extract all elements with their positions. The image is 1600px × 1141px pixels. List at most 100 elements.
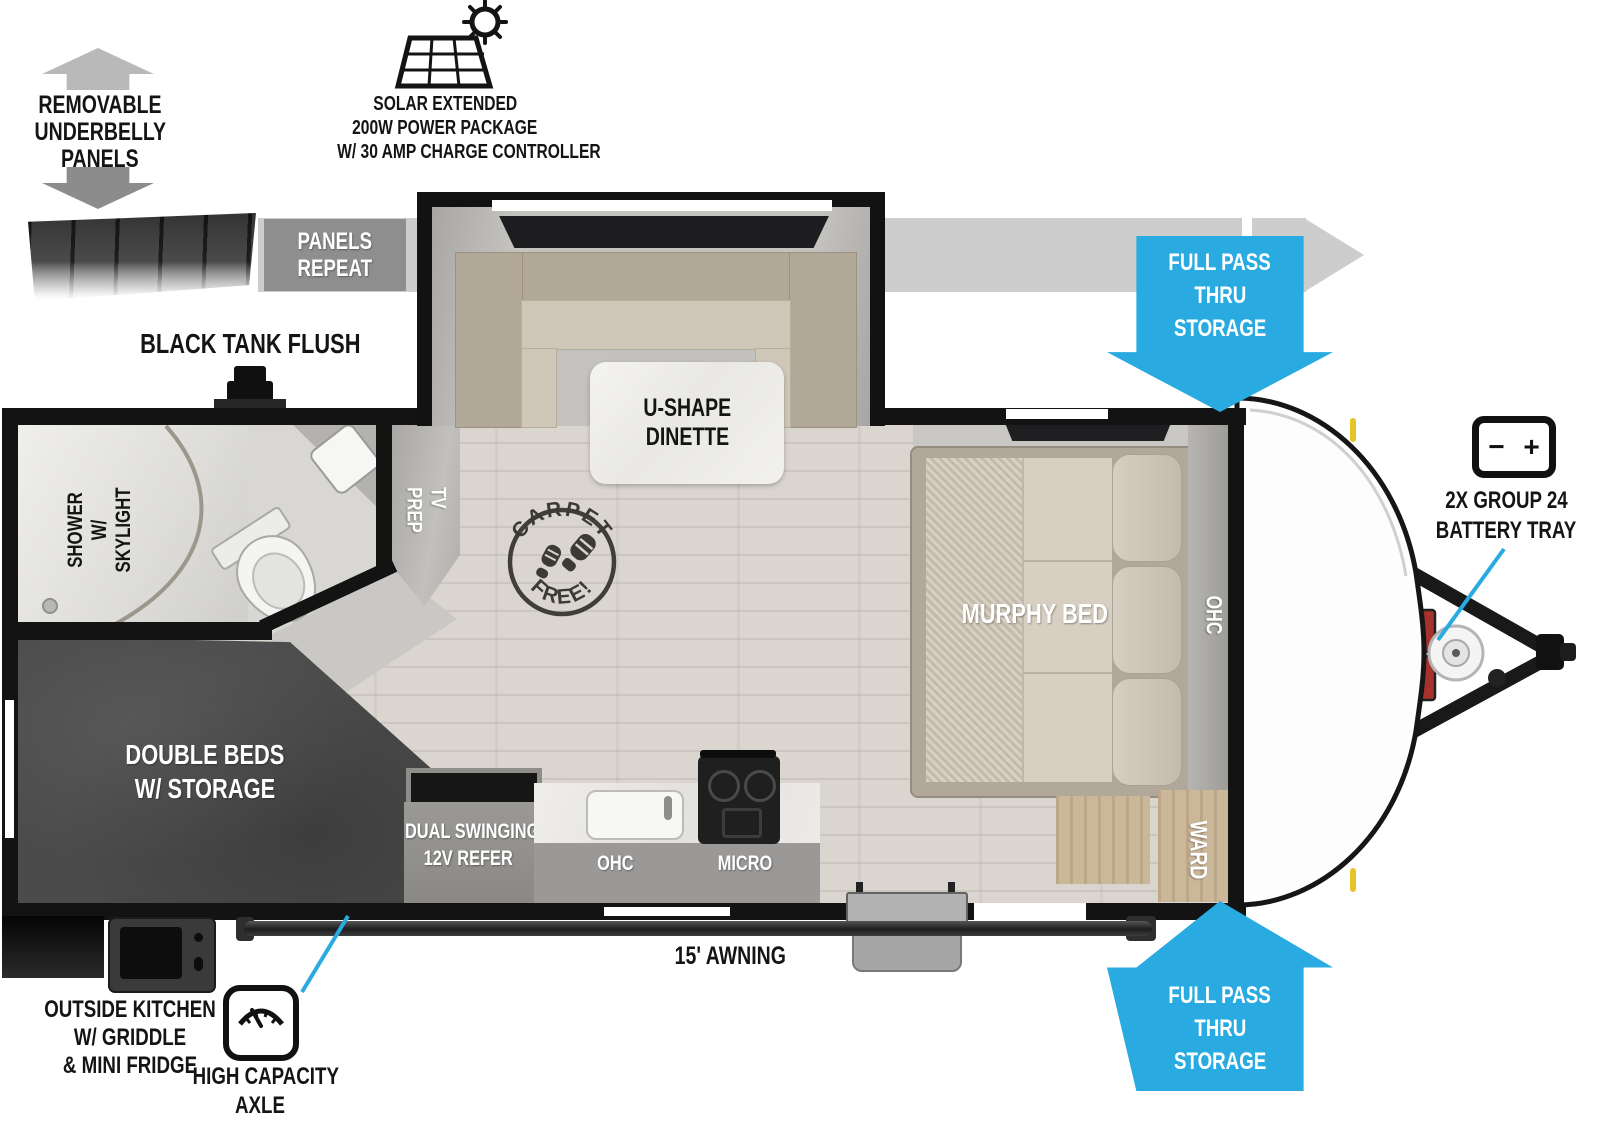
battery-icon: − + bbox=[1472, 416, 1556, 478]
refrigerator bbox=[404, 802, 536, 905]
pass-thru-bottom-line1: FULL PASS bbox=[1168, 982, 1272, 1009]
double-beds-line2: W/ STORAGE bbox=[134, 773, 276, 804]
top-wall-left bbox=[8, 408, 417, 425]
axle-label: HIGH CAPACITY AXLE bbox=[172, 1062, 348, 1120]
underbelly-label: REMOVABLE UNDERBELLY PANELS bbox=[10, 92, 190, 173]
outside-kitchen-label: OUTSIDE KITCHEN W/ GRIDDLE & MINI FRIDGE bbox=[20, 996, 240, 1080]
panels-repeat-line2: REPEAT bbox=[297, 255, 373, 282]
carpet-free-bottom-text: FREE! bbox=[526, 575, 595, 609]
carpet-free-top-text: CARPET bbox=[507, 502, 615, 543]
dinette-window bbox=[499, 216, 829, 248]
murphy-bed-mattress-chevron bbox=[926, 458, 1022, 782]
pass-thru-bottom-line2: THRU bbox=[1194, 1015, 1246, 1042]
front-cap-trim bbox=[1249, 408, 1408, 577]
black-tank-flush-valve-base bbox=[214, 399, 286, 410]
pass-thru-band-arrowhead bbox=[1304, 218, 1364, 292]
front-interior-wall bbox=[1228, 412, 1244, 912]
black-tank-flush-text: BLACK TANK FLUSH bbox=[139, 328, 361, 359]
stove-handle bbox=[700, 750, 776, 758]
carpet-free-stamp: CARPET FREE! bbox=[507, 502, 617, 617]
battery-label: 2X GROUP 24 BATTERY TRAY bbox=[1412, 486, 1600, 546]
underbelly-panels-photo bbox=[28, 213, 256, 301]
black-tank-flush-label: BLACK TANK FLUSH bbox=[60, 328, 440, 360]
axle-line2: AXLE bbox=[235, 1092, 285, 1119]
outside-kitchen-door bbox=[2, 916, 104, 978]
nightstand bbox=[1056, 796, 1150, 884]
ward-cabinet bbox=[1158, 790, 1238, 902]
front-window-dark bbox=[1005, 424, 1171, 441]
griddle-knob-2 bbox=[194, 957, 203, 971]
sofa-back-cushion-2 bbox=[1112, 566, 1182, 674]
svg-text:FREE!: FREE! bbox=[526, 575, 597, 609]
underbelly-line1: REMOVABLE bbox=[38, 91, 162, 119]
black-tank-flush-valve-body bbox=[227, 381, 273, 403]
battery-plus: + bbox=[1523, 431, 1540, 462]
solar-line2: 200W POWER PACKAGE bbox=[352, 117, 538, 139]
sofa-back-cushion-3 bbox=[1112, 678, 1182, 786]
kitchen-wall-window bbox=[604, 905, 730, 918]
rear-wall-window bbox=[5, 700, 14, 838]
shower-line1: SHOWER bbox=[64, 492, 87, 568]
murphy-bed-mattress bbox=[1022, 458, 1112, 782]
double-beds-line1: DOUBLE BEDS bbox=[125, 739, 285, 770]
awning-rail bbox=[244, 921, 1152, 936]
tongue-jack bbox=[1488, 669, 1506, 687]
refrigerator-label: DUAL SWINGING 12V REFER bbox=[386, 818, 550, 872]
entry-step-lower bbox=[852, 934, 962, 972]
underbelly-down-arrow-icon bbox=[42, 167, 154, 209]
griddle-surface bbox=[120, 927, 182, 979]
front-cap-shell bbox=[1234, 395, 1427, 908]
kitchen-counter-face bbox=[534, 843, 820, 903]
panels-repeat-line1: PANELS bbox=[297, 228, 373, 255]
pass-thru-bottom-line3: STORAGE bbox=[1173, 1048, 1267, 1075]
shower-glass-door bbox=[42, 424, 204, 630]
ward-text: WARD bbox=[1185, 820, 1213, 880]
dinette-cushion-left bbox=[521, 348, 557, 428]
murphy-bed-text: MURPHY BED bbox=[961, 598, 1109, 629]
burner-icon bbox=[708, 770, 740, 802]
griddle-unit bbox=[108, 917, 216, 993]
battery-minus: − bbox=[1488, 431, 1505, 462]
propane-tank-valve bbox=[1452, 649, 1460, 657]
black-tank-flush-valve bbox=[234, 366, 266, 384]
burner-icon-2 bbox=[744, 770, 776, 802]
micro-text: MICRO bbox=[717, 852, 773, 875]
dinette-line2: DINETTE bbox=[645, 423, 729, 451]
double-beds bbox=[14, 636, 442, 905]
stove bbox=[698, 750, 780, 844]
solar-line1: SOLAR EXTENDED bbox=[373, 93, 517, 115]
shower bbox=[16, 424, 248, 630]
axle-line1: HIGH CAPACITY bbox=[192, 1063, 339, 1090]
tv-prep-label: TV PREP bbox=[398, 448, 454, 572]
ward-label: WARD bbox=[1168, 808, 1228, 892]
hitch-coupler bbox=[1536, 634, 1564, 670]
outside-kitchen-line3: & MINI FRIDGE bbox=[62, 1052, 198, 1079]
shower-label: SHOWER W/ SKYLIGHT bbox=[40, 440, 160, 620]
murphy-bed-label: MURPHY BED bbox=[910, 598, 1160, 630]
pass-thru-top-line2: THRU bbox=[1194, 282, 1246, 309]
underbelly-up-arrow-icon bbox=[42, 48, 154, 90]
micro-label: MICRO bbox=[690, 852, 800, 876]
tv-prep-text: TV PREP bbox=[403, 487, 450, 533]
outside-kitchen-line1: OUTSIDE KITCHEN bbox=[44, 996, 216, 1023]
refer-line2: 12V REFER bbox=[423, 847, 513, 870]
dinette-bench-left bbox=[455, 252, 523, 428]
kitchen-ohc-label: OHC bbox=[560, 852, 670, 876]
dinette-bench-right bbox=[789, 252, 857, 428]
hitch-coupler-tip bbox=[1560, 643, 1576, 661]
shower-line2: W/ SKYLIGHT bbox=[88, 487, 135, 573]
solar-line3: W/ 30 AMP CHARGE CONTROLLER bbox=[337, 141, 601, 163]
dinette-window-sill bbox=[492, 200, 832, 211]
solar-label: SOLAR EXTENDED 200W POWER PACKAGE W/ 30 … bbox=[300, 92, 600, 164]
awning-text: 15' AWNING bbox=[674, 942, 786, 970]
bathroom-right-wall bbox=[376, 410, 392, 574]
double-beds-label: DOUBLE BEDS W/ STORAGE bbox=[40, 738, 370, 806]
svg-text:CARPET: CARPET bbox=[507, 502, 617, 543]
battery-line2: BATTERY TRAY bbox=[1435, 517, 1577, 544]
griddle-knob-1 bbox=[194, 933, 203, 942]
murphy-window-sill bbox=[1006, 409, 1108, 419]
entry-step-peg-2 bbox=[948, 882, 955, 895]
refer-line1: DUAL SWINGING bbox=[404, 820, 540, 843]
underbelly-line2: UNDERBELLY bbox=[34, 118, 166, 146]
